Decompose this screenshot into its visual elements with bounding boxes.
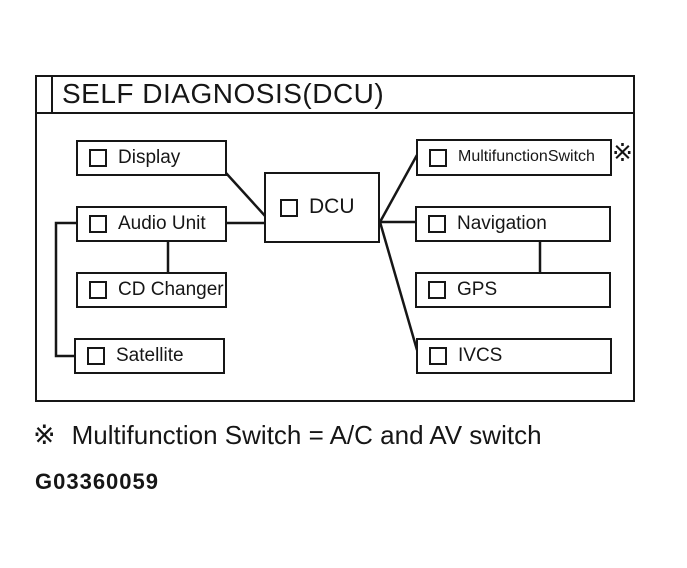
node-satellite: Satellite — [74, 338, 225, 374]
checkbox-icon — [429, 347, 447, 365]
title-left-cell — [37, 77, 53, 112]
diagram-title: SELF DIAGNOSIS(DCU) — [62, 77, 385, 109]
node-dcu: DCU — [264, 172, 380, 243]
node-label: IVCS — [458, 344, 503, 366]
footnote-text: Multifunction Switch = A/C and AV switch — [71, 420, 542, 450]
checkbox-icon — [428, 281, 446, 299]
node-label: Audio Unit — [118, 212, 206, 234]
title-bar: SELF DIAGNOSIS(DCU) — [37, 77, 633, 114]
node-multifunction-switch: MultifunctionSwitch — [416, 139, 612, 176]
checkbox-icon — [89, 215, 107, 233]
checkbox-icon — [428, 215, 446, 233]
checkbox-icon — [429, 148, 447, 167]
node-label: MultifunctionSwitch — [458, 147, 595, 165]
node-display: Display — [76, 140, 227, 176]
node-label: Satellite — [116, 344, 184, 366]
checkbox-icon — [89, 149, 107, 167]
footnote: ※ Multifunction Switch = A/C and AV swit… — [33, 420, 542, 451]
node-label: CD Changer — [118, 278, 224, 300]
node-ivcs: IVCS — [416, 338, 612, 374]
diagram-frame: SELF DIAGNOSIS(DCU) — [35, 75, 635, 402]
node-label: DCU — [309, 195, 355, 218]
node-cd-changer: CD Changer — [76, 272, 227, 308]
node-audio-unit: Audio Unit — [76, 206, 227, 242]
node-label: GPS — [457, 278, 498, 300]
figure-code: G03360059 — [35, 469, 159, 494]
node-label: Navigation — [457, 212, 547, 234]
reference-mark-icon: ※ — [33, 420, 56, 450]
checkbox-icon — [87, 347, 105, 365]
node-navigation: Navigation — [415, 206, 611, 242]
checkbox-icon — [280, 198, 298, 217]
node-gps: GPS — [415, 272, 611, 308]
checkbox-icon — [89, 281, 107, 299]
reference-mark-icon: ※ — [612, 139, 633, 167]
node-label: Display — [118, 146, 181, 168]
